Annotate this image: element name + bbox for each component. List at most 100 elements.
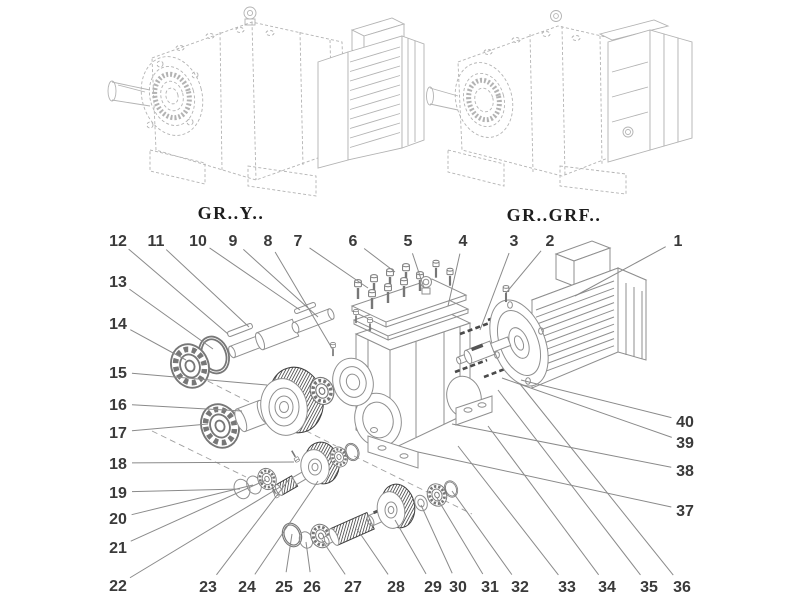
part-number-39: 39 xyxy=(676,435,694,452)
part-number-20: 20 xyxy=(109,511,127,528)
label-gr-grf: GR..GRF.. xyxy=(507,205,602,225)
bearing-17 xyxy=(195,399,245,454)
part-number-5: 5 xyxy=(404,233,413,250)
leader-line-32 xyxy=(451,490,513,575)
cover-bolt xyxy=(431,259,441,279)
leader-line-18 xyxy=(131,461,295,464)
input-shaft xyxy=(107,80,151,107)
leader-line-8 xyxy=(274,251,334,351)
part-number-16: 16 xyxy=(109,397,127,414)
leader-line-37 xyxy=(417,451,672,508)
leader-line-7 xyxy=(309,247,369,289)
exploded-view xyxy=(151,240,648,553)
part-number-1: 1 xyxy=(674,233,683,250)
part-number-8: 8 xyxy=(264,233,273,250)
leader-line-26 xyxy=(305,541,311,573)
input-shaft-assembly xyxy=(165,301,335,394)
part-number-7: 7 xyxy=(294,233,303,250)
leader-line-2 xyxy=(505,250,542,294)
leader-line-21 xyxy=(130,479,267,542)
part-number-36: 36 xyxy=(673,579,691,596)
part-number-31: 31 xyxy=(481,579,499,596)
part-number-12: 12 xyxy=(109,233,127,250)
leader-line-27 xyxy=(321,539,346,575)
leader-line-35 xyxy=(497,389,641,576)
part-number-22: 22 xyxy=(109,578,127,595)
leader-line-36 xyxy=(519,383,674,576)
leader-line-25 xyxy=(285,533,293,573)
leader-line-39 xyxy=(501,377,672,438)
part-number-25: 25 xyxy=(275,579,293,596)
second-stage-assembly xyxy=(233,440,362,500)
part-number-28: 28 xyxy=(387,579,405,596)
part-number-2: 2 xyxy=(546,233,555,250)
motor-drawing xyxy=(317,17,425,169)
part-number-35: 35 xyxy=(640,579,658,596)
leader-line-23 xyxy=(216,477,291,576)
housing-foot xyxy=(367,435,419,469)
leader-line-17 xyxy=(131,423,209,432)
leader-line-24 xyxy=(254,480,319,575)
sleeve-16 xyxy=(234,399,270,433)
phantom-line xyxy=(353,455,473,515)
part-number-21: 21 xyxy=(109,540,127,557)
bore-boss xyxy=(332,357,374,407)
leader-line-33 xyxy=(457,445,559,576)
part-number-24: 24 xyxy=(238,579,256,596)
housing-cover xyxy=(350,259,470,341)
part-number-17: 17 xyxy=(109,425,127,442)
part-number-34: 34 xyxy=(598,579,616,596)
gearmotor-gr-y-drawing xyxy=(107,6,425,197)
part-number-19: 19 xyxy=(109,485,127,502)
part-number-6: 6 xyxy=(349,233,358,250)
part-number-38: 38 xyxy=(676,463,694,480)
output-shaft-assembly xyxy=(269,478,461,553)
part-number-15: 15 xyxy=(109,365,127,382)
part-number-27: 27 xyxy=(344,579,362,596)
drain-plug xyxy=(370,427,378,433)
part-number-18: 18 xyxy=(109,456,127,473)
leader-line-12 xyxy=(128,248,229,335)
part-number-10: 10 xyxy=(189,233,207,250)
leader-line-28 xyxy=(356,528,389,575)
leader-line-38 xyxy=(451,423,672,468)
key-2 xyxy=(293,301,317,315)
part-number-14: 14 xyxy=(109,316,127,333)
phantom-line xyxy=(151,430,247,478)
input-shaft xyxy=(426,86,459,111)
leader-line-19 xyxy=(131,488,241,493)
screw-18 xyxy=(289,448,301,464)
part-number-26: 26 xyxy=(303,579,321,596)
part-number-40: 40 xyxy=(676,414,694,431)
leader-line-3 xyxy=(479,252,510,331)
part-number-33: 33 xyxy=(558,579,576,596)
first-stage-gear-cluster xyxy=(195,366,357,454)
leader-line-1 xyxy=(574,246,666,297)
leader-line-14 xyxy=(130,329,187,361)
gear-29 xyxy=(376,483,416,529)
part-number-30: 30 xyxy=(449,579,467,596)
leader-line-22 xyxy=(129,486,281,579)
input-shaft xyxy=(228,308,335,359)
gearmotor-gr-grf-drawing xyxy=(426,10,693,195)
motor-shaft-coupling xyxy=(456,336,512,365)
part-number-32: 32 xyxy=(511,579,529,596)
part-number-13: 13 xyxy=(109,274,127,291)
leader-line-40 xyxy=(520,379,672,419)
motor-1 xyxy=(456,240,648,389)
leader-line-13 xyxy=(129,288,214,350)
leader-line-9 xyxy=(243,249,319,318)
leader-line-20 xyxy=(131,484,254,516)
leader-line-11 xyxy=(165,249,250,328)
leader-line-31 xyxy=(436,497,484,575)
bearing-14 xyxy=(165,339,215,394)
part-number-3: 3 xyxy=(510,233,519,250)
part-number-9: 9 xyxy=(229,233,238,250)
gear-housing xyxy=(329,306,493,469)
part-number-29: 29 xyxy=(424,579,442,596)
leader-line-30 xyxy=(420,504,453,574)
motor-flange xyxy=(489,299,549,387)
eye-bolt xyxy=(550,10,562,22)
leader-line-5 xyxy=(411,253,425,289)
